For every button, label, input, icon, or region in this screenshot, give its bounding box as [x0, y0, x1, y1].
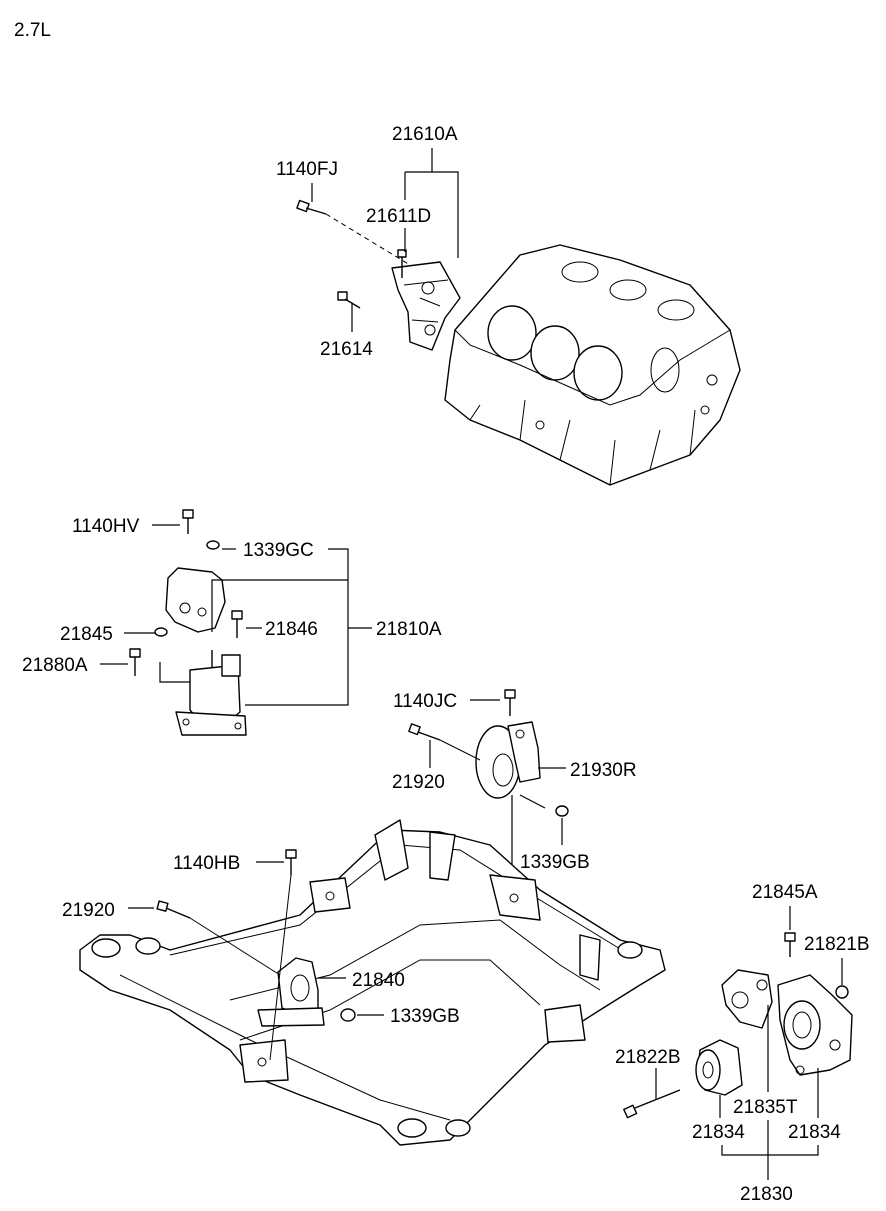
label-21830: 21830 — [740, 1184, 793, 1205]
label-21834-left: 21834 — [692, 1122, 745, 1143]
mount-bracket-21834-left — [721, 969, 773, 1029]
bolt-21822B — [623, 1089, 681, 1119]
engine-variant-label: 2.7L — [14, 20, 51, 41]
label-21845: 21845 — [60, 624, 113, 645]
label-1140HB: 1140HB — [173, 853, 240, 874]
nut-21821B — [835, 985, 849, 999]
bolt-21920-upper — [408, 723, 481, 761]
label-21610A: 21610A — [392, 124, 458, 145]
bolt-21920-lower — [156, 900, 281, 976]
label-21835T: 21835T — [733, 1097, 798, 1118]
engine-mount-bracket — [391, 261, 461, 351]
subframe-crossmember — [79, 819, 666, 1146]
label-21840: 21840 — [352, 970, 405, 991]
label-21920-upper: 21920 — [392, 772, 445, 793]
mount-bracket-21834-right — [777, 974, 853, 1076]
label-21845A: 21845A — [752, 882, 818, 903]
nut-21845 — [154, 627, 168, 637]
nut-1339GB-lower — [340, 1008, 356, 1022]
label-21614: 21614 — [320, 339, 373, 360]
bushing-21835T — [695, 1039, 743, 1096]
bolt-21846 — [231, 610, 243, 638]
label-1140HV: 1140HV — [72, 516, 140, 537]
bolt-1140FJ — [296, 199, 411, 266]
mount-insulator-21810A — [175, 650, 247, 736]
label-21880A: 21880A — [22, 655, 88, 676]
label-21834-right: 21834 — [788, 1122, 841, 1143]
bolt-1140HB — [269, 849, 297, 1061]
engine-block — [444, 244, 741, 486]
bolt-21614 — [337, 291, 361, 309]
label-21920-lower: 21920 — [62, 900, 115, 921]
label-1339GC: 1339GC — [243, 540, 314, 561]
label-21810A: 21810A — [376, 619, 442, 640]
bolt-21845A — [784, 932, 796, 957]
bolt-1140JC — [504, 689, 516, 716]
label-21611D: 21611D — [366, 206, 431, 227]
nut-1339GC — [206, 540, 220, 550]
label-1140JC: 1140JC — [393, 691, 457, 712]
label-21821B: 21821B — [804, 934, 870, 955]
label-21822B: 21822B — [615, 1047, 681, 1068]
label-1339GB-lower: 1339GB — [390, 1006, 460, 1027]
label-1140FJ: 1140FJ — [276, 159, 338, 180]
stud-21611D — [397, 249, 407, 278]
label-21846: 21846 — [265, 619, 318, 640]
mount-insulator-21930R — [475, 721, 541, 799]
mount-bracket-upper — [165, 567, 226, 633]
label-1339GB-upper: 1339GB — [520, 852, 590, 873]
bolt-1140HV — [182, 509, 194, 534]
bolt-21880A — [129, 648, 141, 676]
nut-1339GB-upper — [555, 805, 569, 817]
label-21930R: 21930R — [570, 760, 637, 781]
